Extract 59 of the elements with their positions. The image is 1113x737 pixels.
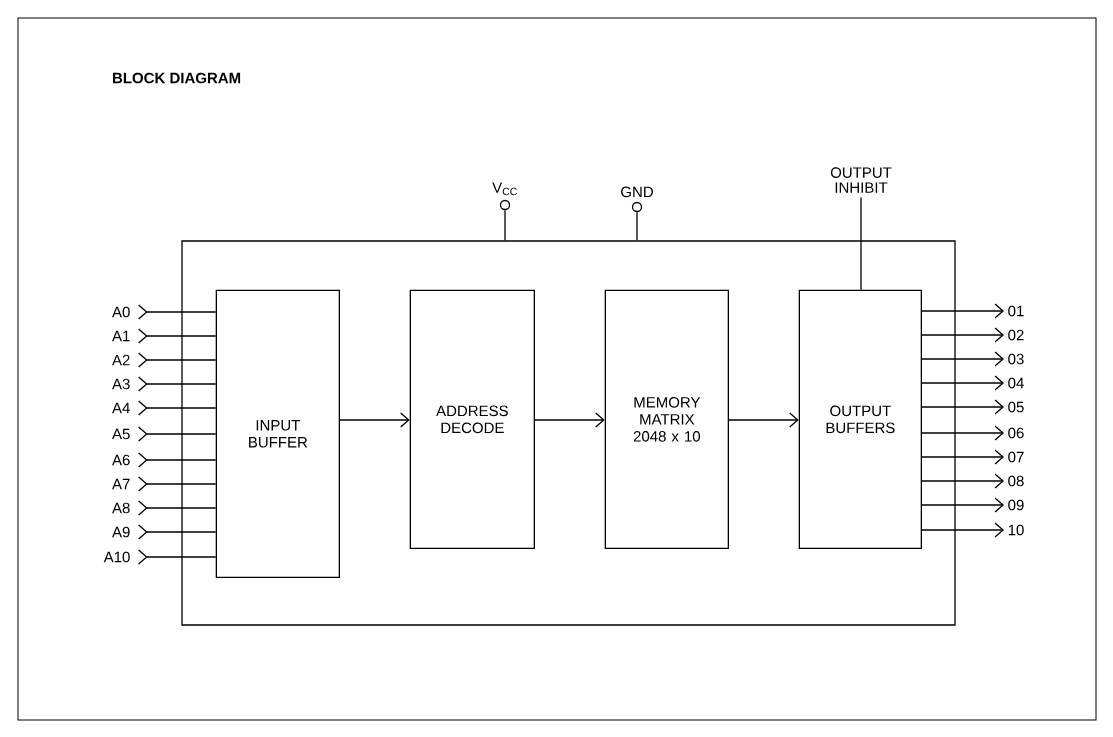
pin-label: A6 [112,454,130,466]
connector [138,524,217,540]
pin-label: A2 [112,354,130,366]
block-box: MEMORY MATRIX 2048 x 10 [604,289,729,549]
connector [921,375,1004,391]
connector [138,476,217,492]
connector [728,412,799,428]
connector [860,196,862,291]
pin-label: A1 [112,330,130,342]
pin-label: 04 [1008,377,1024,389]
connector [339,412,410,428]
connector [138,452,217,468]
pin-label: 02 [1008,329,1024,341]
pin-label: 06 [1008,427,1024,439]
connector [138,304,217,320]
pin-label: 10 [1008,524,1024,536]
connector [138,376,217,392]
signal-label: OUTPUT INHIBIT [830,167,892,193]
connector [138,549,217,565]
pin-label: 08 [1008,475,1024,487]
pin-label: A9 [112,526,130,538]
connector [921,497,1004,513]
connector [921,473,1004,489]
block-box: ADDRESS DECODE [409,289,535,549]
pin-label: V$_{CC}$ [492,182,517,196]
connector [921,303,1004,319]
pin-terminal [499,199,511,211]
connector [138,328,217,344]
pin-label: 03 [1008,353,1024,365]
pin-label: GND [621,186,653,198]
pin-terminal [631,201,643,213]
connector [921,522,1004,538]
connector [138,500,217,516]
pin-label: A7 [112,478,130,490]
block-box: INPUT BUFFER [215,289,340,578]
pin-label: A0 [112,306,130,318]
connector [534,412,605,428]
connector [138,400,217,416]
connector [138,426,217,442]
connector [921,351,1004,367]
connector [921,449,1004,465]
pin-label: A8 [112,502,130,514]
pin-label: A4 [112,402,130,414]
chip-outline [181,240,956,626]
connector [921,327,1004,343]
connector [921,425,1004,441]
connector [636,211,638,241]
pin-label: 09 [1008,499,1024,511]
pin-label: 01 [1008,305,1024,317]
connector [504,209,506,241]
pin-label: 05 [1008,401,1024,413]
pin-label: A10 [103,551,130,563]
connector [921,399,1004,415]
title: BLOCK DIAGRAM [113,72,241,84]
pin-label: A3 [112,378,130,390]
block-box: OUTPUT BUFFERS [798,289,922,549]
connector [138,352,217,368]
pin-label: A5 [112,428,130,440]
pin-label: 07 [1008,451,1024,463]
